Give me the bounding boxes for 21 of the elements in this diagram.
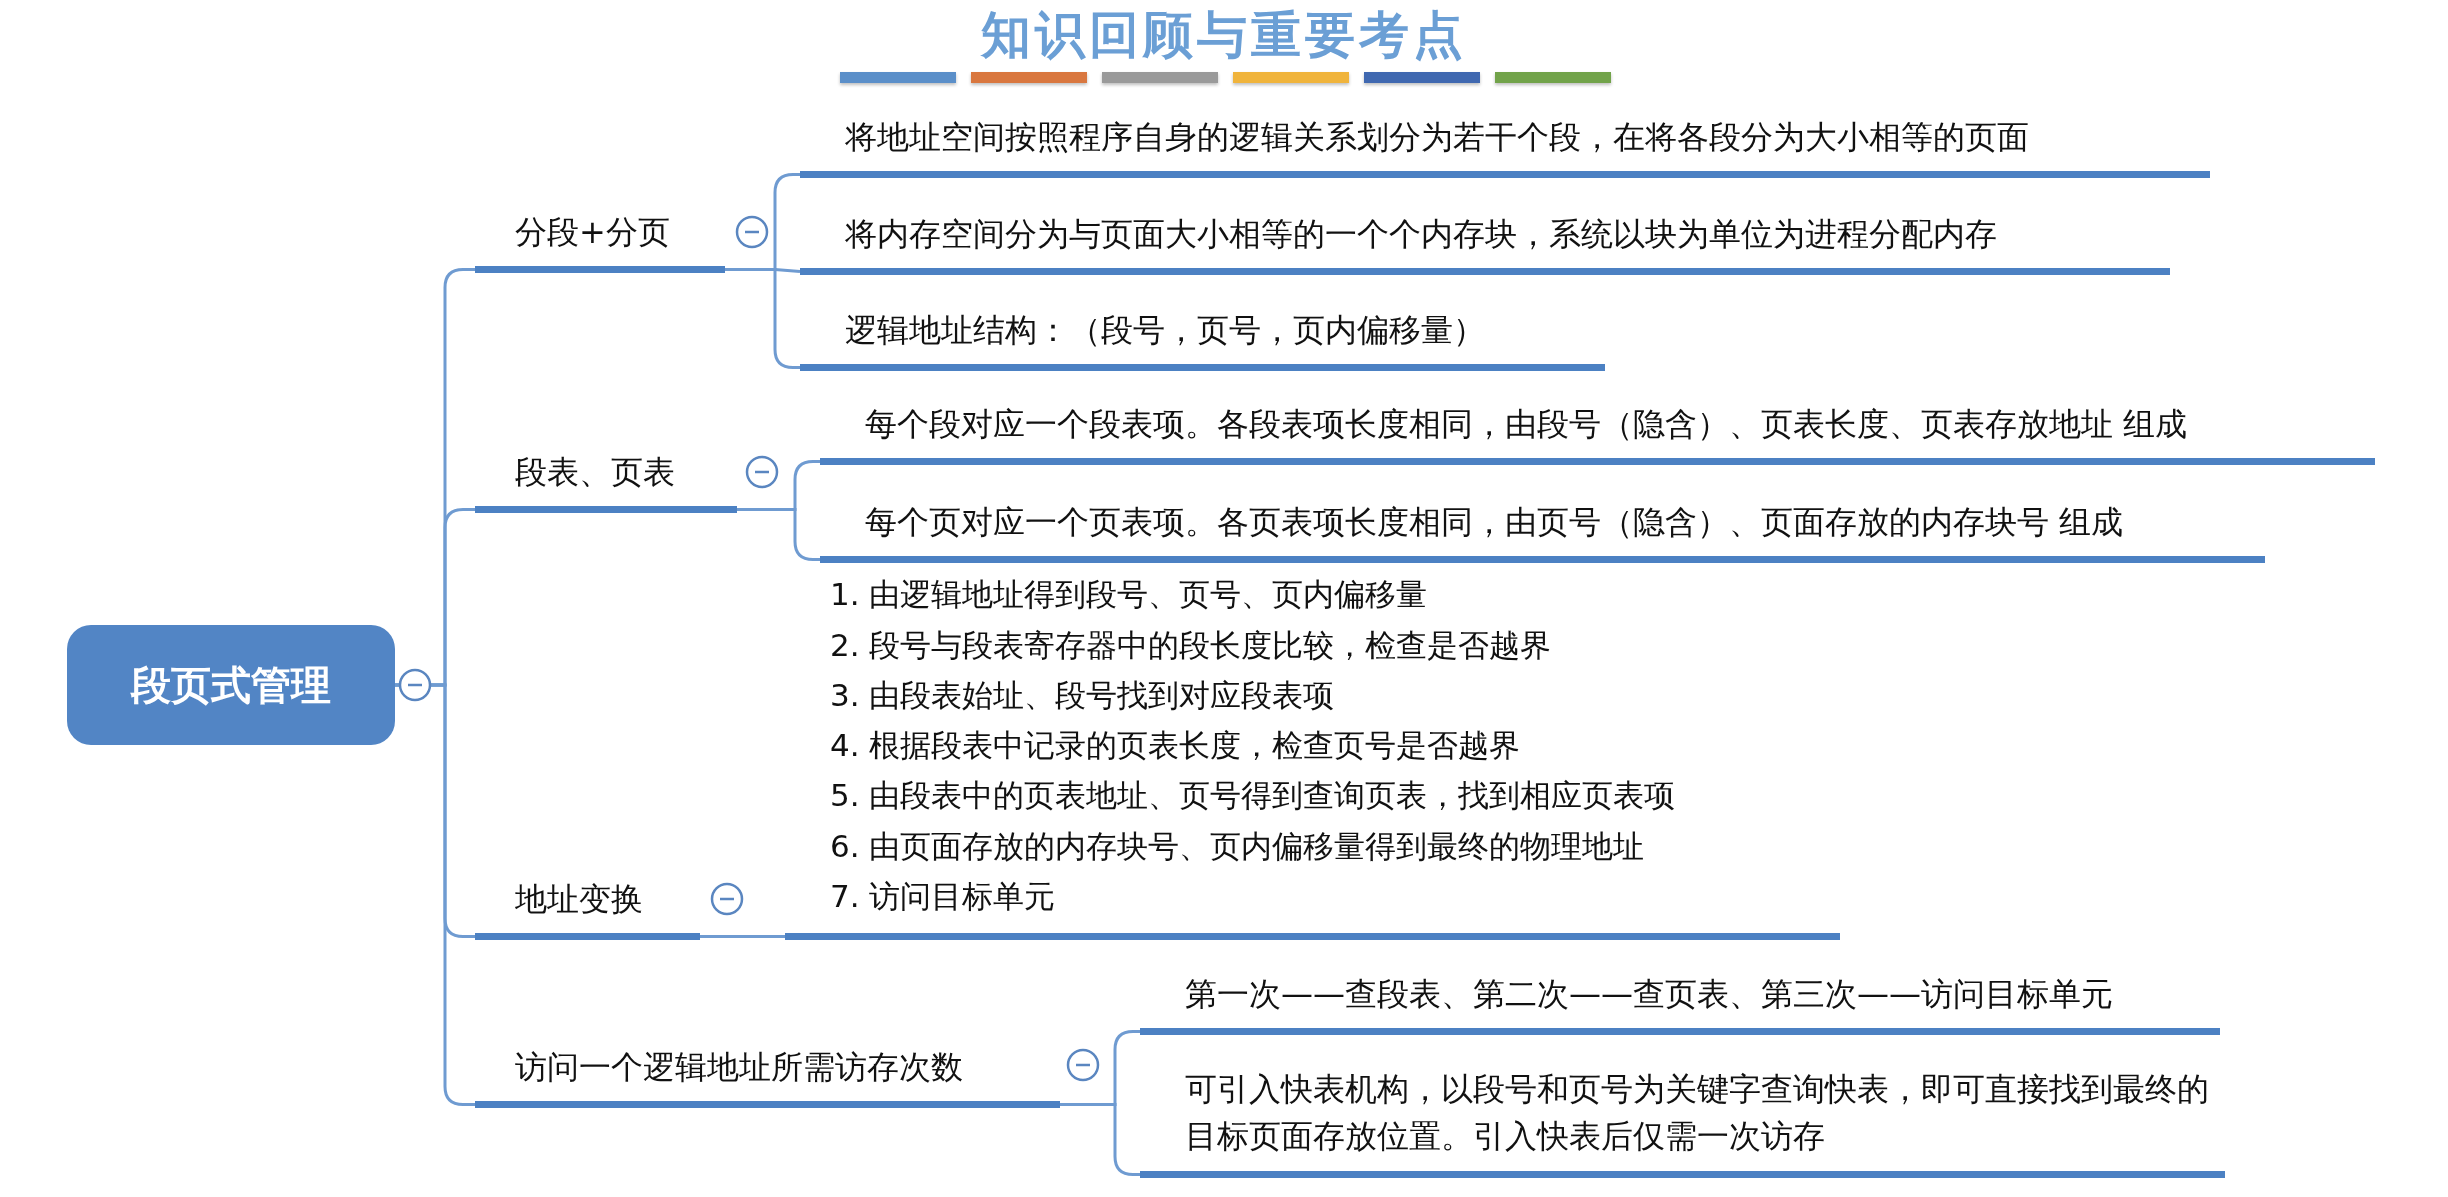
topic-text: 将地址空间按照程序自身的逻辑关系划分为若干个段，在将各段分为大小相等的页面 — [845, 117, 2030, 159]
topic-text: 逻辑地址结构：（段号，页号，页内偏移量） — [845, 310, 1486, 352]
root-topic: 段页式管理 — [67, 625, 395, 745]
step-text: 4. 根据段表中记录的页表长度，检查页号是否越界 — [830, 726, 1522, 766]
topic-text: 分段+分页 — [515, 212, 671, 254]
topic-text: 访问一个逻辑地址所需访存次数 — [515, 1047, 964, 1089]
step-text: 1. 由逻辑地址得到段号、页号、页内偏移量 — [830, 575, 1429, 615]
step-text: 2. 段号与段表寄存器中的段长度比较，检查是否越界 — [830, 625, 1553, 665]
topic-text: 地址变换 — [515, 879, 644, 921]
title: 知识回顾与重要考点 — [979, 5, 1468, 66]
topic-text: 第一次——查段表、第二次——查页表、第三次——访问目标单元 — [1185, 974, 2114, 1016]
topic-text: 每个段对应一个段表项。各段表项长度相同，由段号（隐含）、页表长度、页表存放地址 组成 — [865, 404, 2189, 446]
step-text: 6. 由页面存放的内存块号、页内偏移量得到最终的物理地址 — [830, 826, 1646, 866]
step-text: 7. 访问目标单元 — [830, 876, 1057, 916]
topic-text: 将内存空间分为与页面大小相等的一个个内存块，系统以块为单位为进程分配内存 — [845, 214, 1998, 256]
topic-text: 可引入快表机构，以段号和页号为关键字查询快表，即可直接找到最终的目标页面存放位置。引入快表后仅需一次访存 — [1185, 1069, 2210, 1157]
step-text: 3. 由段表始址、段号找到对应段表项 — [830, 675, 1336, 715]
connector-line — [700, 935, 785, 938]
topic-text: 段表、页表 — [515, 452, 676, 494]
topic-text: 每个页对应一个页表项。各页表项长度相同，由页号（隐含）、页面存放的内存块号 组成 — [865, 502, 2125, 544]
step-text: 5. 由段表中的页表地址、页号得到查询页表，找到相应页表项 — [830, 776, 1677, 816]
